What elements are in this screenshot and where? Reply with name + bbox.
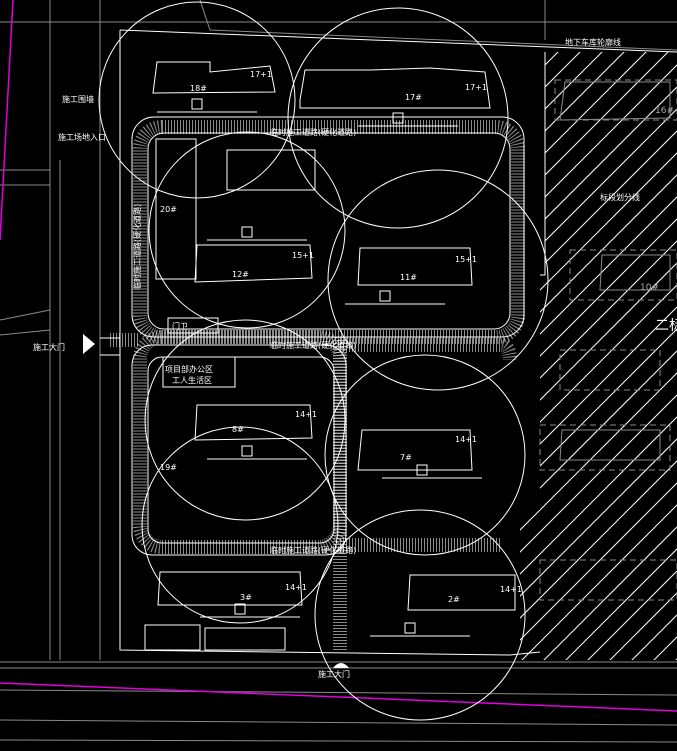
tower-crane-icon <box>379 290 391 302</box>
hatch-line <box>520 52 677 660</box>
office-area-label: 项目部办公区 <box>165 364 213 374</box>
tower-crane-icon <box>241 226 253 238</box>
tower-crane-icon <box>191 98 203 110</box>
building-17-label: 17# <box>405 93 422 102</box>
building-10-label: 10# <box>640 283 659 293</box>
hatch-line <box>657 52 677 660</box>
west-gate-label: 施工大门 <box>33 342 65 352</box>
road-label-top: 临时施工道路(硬化道路) <box>270 127 356 137</box>
road-label-bottom: 临时施工道路(硬化道路) <box>270 545 356 555</box>
building-12-label: 12# <box>232 270 249 279</box>
building-12-floors: 15+1 <box>292 251 314 260</box>
section-divider-label: 标段划分线 <box>600 192 640 202</box>
tower-crane-icon <box>234 603 246 615</box>
building-2-floors: 14+1 <box>500 585 522 594</box>
hatch-line <box>520 52 677 660</box>
hatch-line <box>520 52 611 660</box>
road-label-h: 临时施工道路(硬化道路) <box>270 340 356 350</box>
hatch-line <box>520 52 677 660</box>
hatch-line <box>520 52 677 660</box>
building-18-floors: 17+1 <box>250 70 272 79</box>
hatch-line <box>520 52 677 660</box>
boundary-line-west <box>0 0 14 241</box>
construction-road <box>110 116 525 650</box>
building-7-label: 7# <box>400 453 412 462</box>
hatch-line <box>520 52 677 660</box>
hatch-line <box>525 52 677 660</box>
tower-cranes <box>157 98 482 637</box>
hatch-line <box>520 52 523 660</box>
tower-crane-icon <box>404 622 416 634</box>
hatch-line <box>520 52 655 660</box>
site-fence-north <box>119 29 677 53</box>
gate-arrow-icon <box>83 334 95 354</box>
hatch-line <box>547 52 677 660</box>
tower-crane-icon <box>392 112 404 124</box>
section-two-label: 二标 <box>655 318 677 334</box>
temp-building-19-label: 19# <box>160 463 177 472</box>
building-18-label: 18# <box>190 84 207 93</box>
south-gate-label: 施工大门 <box>318 669 350 679</box>
site-entrance-note: 施工场地入口 <box>58 132 106 142</box>
building-17-floors: 17+1 <box>465 83 487 92</box>
hatch-line <box>520 52 677 660</box>
hatch-line <box>520 52 677 660</box>
building-7-floors: 14+1 <box>455 435 477 444</box>
hatch-line <box>520 52 677 660</box>
building-8-label: 8# <box>232 425 244 434</box>
hatch-line <box>520 52 677 660</box>
hatch-line <box>520 52 677 660</box>
temp-building-20-label: 20# <box>160 205 177 214</box>
guard-label: 门卫 <box>172 321 188 331</box>
building-2-label: 2# <box>448 595 460 604</box>
west-gate <box>100 337 120 356</box>
boundary-line-south <box>0 682 677 712</box>
buildings <box>144 61 671 651</box>
garage-outline-label: 地下车库轮廓线 <box>565 37 621 47</box>
tower-crane-icon <box>416 464 428 476</box>
building-11-floors: 15+1 <box>455 255 477 264</box>
building-8-floors: 14+1 <box>295 410 317 419</box>
crane-radius-circles <box>98 1 549 721</box>
building-3-floors: 14+1 <box>285 583 307 592</box>
building-16-label: 16# <box>655 106 674 116</box>
road-label-v: 临时施工道路(硬化道路) <box>132 204 142 290</box>
hatch-line <box>520 52 677 660</box>
tower-crane-icon <box>241 445 253 457</box>
gate-arch-icon <box>333 663 349 668</box>
hatch-line <box>520 52 677 660</box>
building-3-label: 3# <box>240 593 252 602</box>
hatch-line <box>520 52 545 660</box>
living-area-label: 工人生活区 <box>172 375 212 385</box>
hatch-line <box>520 52 677 660</box>
building-11-label: 11# <box>400 273 417 282</box>
fence-label: 施工围墙 <box>62 94 94 104</box>
